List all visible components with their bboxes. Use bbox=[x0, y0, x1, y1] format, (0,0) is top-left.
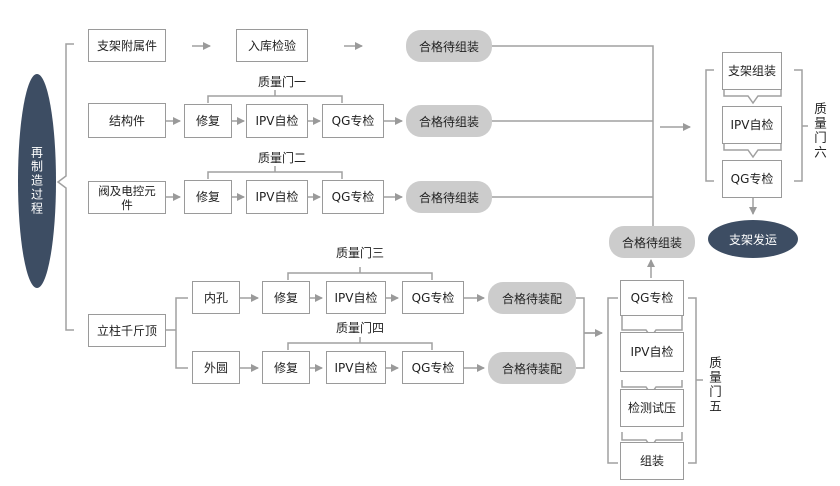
accessories-box: 支架附属件 bbox=[88, 29, 166, 62]
valve-ipv-box: IPV自检 bbox=[246, 180, 308, 214]
final-ipv-box: IPV自检 bbox=[722, 106, 782, 144]
support-assembly-box: 支架组装 bbox=[722, 52, 782, 90]
incoming-inspection-box: 入库检验 bbox=[236, 29, 308, 62]
column-split bbox=[166, 297, 188, 369]
gate3-brace bbox=[287, 267, 433, 280]
assembly-assemble-box: 组装 bbox=[620, 442, 684, 480]
result-assembly-pill: 合格待组装 bbox=[609, 226, 695, 258]
gate4-brace bbox=[287, 337, 433, 350]
inner-qg-box: QG专检 bbox=[402, 281, 464, 314]
result-inner-pill: 合格待装配 bbox=[488, 282, 576, 314]
valve-electric-label: 阀及电控元件 bbox=[98, 183, 156, 212]
gate4-label: 质量门四 bbox=[336, 321, 385, 335]
assembly-qg-box: QG专检 bbox=[620, 280, 684, 316]
gate5-label: 质量门五 bbox=[707, 356, 722, 414]
start-node-remanufacturing-process: 再制造过程 bbox=[18, 74, 56, 288]
final-qg-box: QG专检 bbox=[722, 160, 782, 198]
gate6-label: 质量门六 bbox=[812, 102, 827, 160]
gate1-brace bbox=[207, 90, 343, 103]
merge-to-final bbox=[492, 45, 654, 226]
assembly-ipv-box: IPV自检 bbox=[620, 332, 684, 372]
structure-box: 结构件 bbox=[88, 103, 166, 138]
structure-ipv-box: IPV自检 bbox=[246, 104, 308, 138]
assembly-pressure-test-box: 检测试压 bbox=[620, 389, 684, 427]
end-node-support-shipping: 支架发运 bbox=[708, 220, 798, 258]
column-jack-box: 立柱千斤顶 bbox=[88, 314, 166, 347]
gate5-bracket bbox=[688, 297, 703, 464]
result-accessories-pill: 合格待组装 bbox=[406, 30, 492, 62]
gate1-label: 质量门一 bbox=[258, 75, 307, 89]
valve-qg-box: QG专检 bbox=[322, 180, 384, 214]
result-outer-pill: 合格待装配 bbox=[488, 352, 576, 384]
structure-repair-box: 修复 bbox=[184, 104, 232, 138]
valve-electric-box: 阀及电控元件 bbox=[88, 181, 166, 214]
start-bracket bbox=[56, 43, 74, 331]
gate2-brace bbox=[207, 166, 343, 179]
result-valve-pill: 合格待组装 bbox=[406, 181, 492, 213]
result-structure-pill: 合格待组装 bbox=[406, 105, 492, 137]
structure-qg-box: QG专检 bbox=[322, 104, 384, 138]
outer-qg-box: QG专检 bbox=[402, 351, 464, 384]
outer-ipv-box: IPV自检 bbox=[326, 351, 386, 384]
gate2-label: 质量门二 bbox=[258, 151, 307, 165]
inner-bore-box: 内孔 bbox=[192, 281, 240, 314]
valve-repair-box: 修复 bbox=[184, 180, 232, 214]
outer-repair-box: 修复 bbox=[262, 351, 310, 384]
outer-surface-box: 外圆 bbox=[192, 351, 240, 384]
inner-ipv-box: IPV自检 bbox=[326, 281, 386, 314]
gate3-label: 质量门三 bbox=[336, 246, 385, 260]
inner-repair-box: 修复 bbox=[262, 281, 310, 314]
gate6-bracket bbox=[794, 69, 808, 182]
